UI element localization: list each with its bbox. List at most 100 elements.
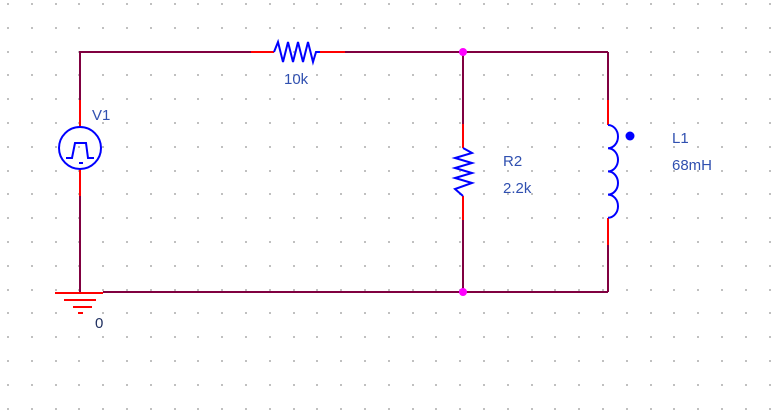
grid-dot: [554, 74, 556, 76]
wire-top-left[interactable]: [79, 51, 251, 100]
grid-dot: [745, 51, 747, 53]
grid-dot: [388, 384, 390, 386]
grid-dot: [31, 241, 33, 243]
grid-dot: [745, 74, 747, 76]
grid-dot: [197, 98, 199, 100]
grid-dot: [7, 312, 9, 314]
grid-dot: [388, 98, 390, 100]
grid-dot: [78, 408, 80, 410]
grid-dot: [769, 146, 771, 148]
resistor-r1[interactable]: 10k: [251, 38, 345, 88]
grid-dot: [578, 360, 580, 362]
grid-dot: [364, 384, 366, 386]
grid-dot: [697, 193, 699, 195]
grid-dot: [412, 193, 414, 195]
v1-ref-label[interactable]: V1: [92, 107, 110, 124]
grid-dot: [745, 98, 747, 100]
grid-dot: [221, 98, 223, 100]
grid-dot: [150, 98, 152, 100]
grid-dot: [102, 74, 104, 76]
grid-dot: [507, 74, 509, 76]
grid-dot: [459, 360, 461, 362]
grid-dot: [626, 217, 628, 219]
grid-dot: [126, 74, 128, 76]
grid-dot: [578, 146, 580, 148]
grid-dot: [483, 193, 485, 195]
r1-value-label[interactable]: 10k: [284, 71, 309, 88]
grid-dot: [126, 384, 128, 386]
grid-dot: [650, 336, 652, 338]
grid-dot: [150, 360, 152, 362]
grid-dot: [554, 289, 556, 291]
grid-dot: [293, 98, 295, 100]
grid-dot: [245, 289, 247, 291]
grid-dot: [7, 408, 9, 410]
l1-ref-label[interactable]: L1: [672, 130, 689, 147]
grid-dot: [531, 384, 533, 386]
r2-ref-label[interactable]: R2: [503, 153, 522, 170]
grid-dot: [578, 241, 580, 243]
grid-dot: [221, 360, 223, 362]
grid-dot: [55, 74, 57, 76]
grid-dot: [31, 98, 33, 100]
grid-dot: [316, 74, 318, 76]
grid-dot: [150, 146, 152, 148]
grid-dot: [221, 384, 223, 386]
grid-dot: [602, 408, 604, 410]
grid-dot: [697, 217, 699, 219]
grid-dot: [364, 27, 366, 29]
grid-dot: [7, 360, 9, 362]
ground-net-label[interactable]: 0: [95, 315, 103, 332]
grid-dot: [412, 312, 414, 314]
grid-dot: [126, 122, 128, 124]
resistor-r2[interactable]: R2 2.2k: [451, 124, 532, 220]
grid-dot: [340, 27, 342, 29]
grid-dot: [483, 408, 485, 410]
grid-dot: [126, 27, 128, 29]
grid-dot: [388, 360, 390, 362]
grid-dot: [55, 122, 57, 124]
grid-dot: [31, 265, 33, 267]
l1-value-label[interactable]: 68mH: [672, 157, 712, 174]
grid-dot: [31, 3, 33, 5]
r2-value-label[interactable]: 2.2k: [503, 180, 532, 197]
grid-dot: [388, 27, 390, 29]
grid-dot: [316, 336, 318, 338]
grid-dot: [197, 170, 199, 172]
grid-dot: [507, 289, 509, 291]
grid-dot: [483, 74, 485, 76]
grid-dot: [126, 217, 128, 219]
grid-dot: [721, 146, 723, 148]
grid-dot: [554, 27, 556, 29]
grid-dot: [626, 289, 628, 291]
grid-dot: [221, 146, 223, 148]
grid-dot: [697, 27, 699, 29]
grid-dot: [245, 241, 247, 243]
voltage-source-v1[interactable]: V1: [58, 100, 110, 196]
grid-dot: [102, 265, 104, 267]
grid-dot: [78, 27, 80, 29]
grid-dot: [673, 27, 675, 29]
grid-dot: [507, 241, 509, 243]
grid-dot: [459, 265, 461, 267]
grid-dot: [269, 217, 271, 219]
grid-dot: [435, 146, 437, 148]
grid-dot: [55, 193, 57, 195]
grid-dot: [269, 27, 271, 29]
grid-dot: [507, 98, 509, 100]
grid-dot: [388, 408, 390, 410]
grid-dot: [174, 384, 176, 386]
grid-dot: [745, 265, 747, 267]
grid-dot: [412, 289, 414, 291]
ground-symbol[interactable]: 0: [55, 292, 103, 332]
grid-dot: [340, 384, 342, 386]
grid-dot: [293, 241, 295, 243]
grid-dot: [697, 360, 699, 362]
grid-dot: [126, 170, 128, 172]
grid-dot: [650, 122, 652, 124]
grid-dot: [483, 27, 485, 29]
grid-dot: [174, 289, 176, 291]
inductor-l1[interactable]: L1 68mH: [607, 100, 712, 245]
grid-dot: [364, 289, 366, 291]
